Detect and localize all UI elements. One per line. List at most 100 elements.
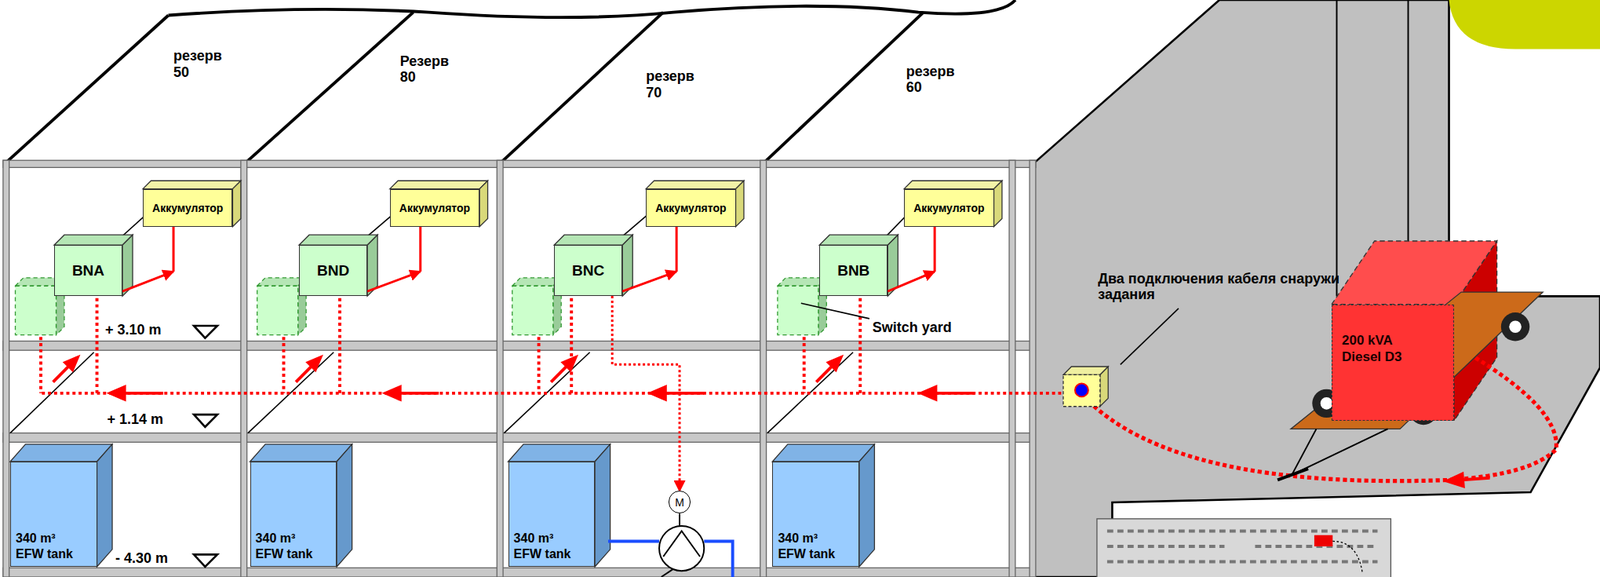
box-label: 340 m³ EFW tank (777, 530, 842, 561)
outer-wall (1033, 0, 1600, 577)
roof-label: резерв 50 (173, 47, 223, 81)
trailer (1277, 291, 1543, 480)
power-cable (95, 298, 99, 394)
level-label: - 4.30 m (115, 550, 168, 567)
box-side (97, 444, 113, 567)
box-top (772, 444, 875, 462)
roof (244, 12, 414, 165)
water-pipe (608, 539, 660, 544)
box-side (479, 180, 488, 227)
cable-arrow (65, 357, 78, 370)
cable-arrow (1461, 477, 1490, 481)
box-side (336, 444, 353, 567)
cable-arrow (921, 386, 936, 400)
perspective-line (247, 352, 334, 434)
site-plan-inset (1314, 535, 1333, 547)
switchboard-box: BNA (54, 244, 123, 296)
power-connector (622, 271, 677, 292)
box-top (645, 180, 744, 189)
power-cable (858, 298, 862, 394)
box-label: 340 m³ EFW tank (255, 530, 321, 561)
building-frame (3, 160, 1036, 168)
cable-arrow (828, 357, 842, 370)
pump (663, 530, 700, 557)
cable-arrow (563, 357, 576, 370)
battery-box: Аккумулятор (903, 189, 994, 227)
site-plan-inset (1107, 530, 1378, 562)
building-frame (3, 340, 1034, 350)
level-label: + 3.10 m (105, 321, 162, 339)
box-top (142, 180, 241, 189)
power-connector (367, 226, 421, 292)
box-face (10, 180, 1498, 567)
leader-line (801, 302, 870, 319)
cable-arrow (550, 365, 568, 383)
connection-box (1075, 382, 1089, 397)
cable-arrow (53, 365, 70, 383)
box-side (594, 444, 611, 567)
power-cable (338, 298, 342, 394)
roof (499, 12, 664, 165)
perspective-line (10, 207, 914, 433)
box-side (736, 180, 744, 227)
box-top (389, 180, 489, 189)
roof (763, 12, 924, 165)
trailer (1320, 397, 1334, 410)
spare-box (777, 285, 819, 335)
switchboard-box: BNB (819, 244, 888, 296)
box-top (819, 234, 898, 245)
diesel-generator: 200 kVA Diesel D3 (1331, 304, 1455, 421)
box-side (859, 444, 875, 567)
box-label: Аккумулятор (399, 201, 471, 215)
outer-wall (1336, 0, 1338, 296)
power-connector (622, 226, 677, 292)
box-side (232, 180, 241, 227)
power-connector (122, 271, 174, 292)
outer-wall (1033, 0, 1600, 577)
pump (661, 568, 675, 577)
callout-label: Два подключения кабеля снаружи задания (1097, 270, 1349, 303)
power-connector (367, 271, 421, 292)
roof (5, 15, 169, 165)
building-frame (1029, 160, 1036, 577)
building-frame (3, 567, 1034, 577)
box-label: 340 m³ EFW tank (15, 530, 81, 561)
trailer (1291, 428, 1316, 475)
battery-box: Аккумулятор (645, 189, 736, 227)
box-label: BNC (572, 262, 605, 280)
box-top (10, 444, 113, 462)
cable-arrow (1446, 473, 1464, 487)
cable-arrow (816, 365, 833, 383)
trailer (1290, 291, 1543, 429)
site-plan-inset (1332, 540, 1363, 572)
spare-box (15, 285, 57, 335)
power-connector (419, 226, 422, 272)
cable-arrow (308, 357, 321, 370)
power-cable (802, 336, 806, 394)
level-mark (193, 553, 218, 567)
switchboard-box: BND (298, 244, 368, 296)
cable-arrow (663, 391, 704, 395)
power-cable (282, 336, 286, 394)
water-pipe (703, 540, 733, 577)
cable-arrow (122, 391, 164, 395)
callout-label: Switch yard (872, 319, 952, 336)
box-label: Аккумулятор (913, 201, 985, 215)
connection-box (1063, 366, 1108, 407)
building-frame (3, 160, 10, 577)
power-cable (569, 298, 573, 394)
box-top (903, 180, 1003, 189)
cable-arrow (386, 386, 401, 400)
leader-line (1120, 308, 1179, 365)
power-cable (39, 336, 43, 394)
box-top (250, 444, 353, 462)
power-connector (122, 226, 174, 292)
power-cable (38, 298, 1557, 482)
water-tank: 340 m³ EFW tank (508, 461, 596, 567)
cable-arrow (397, 391, 439, 395)
battery-box: Аккумулятор (389, 189, 480, 227)
box-top (553, 234, 633, 245)
building-frame (3, 433, 1034, 443)
level-label: + 1.14 m (107, 411, 165, 428)
